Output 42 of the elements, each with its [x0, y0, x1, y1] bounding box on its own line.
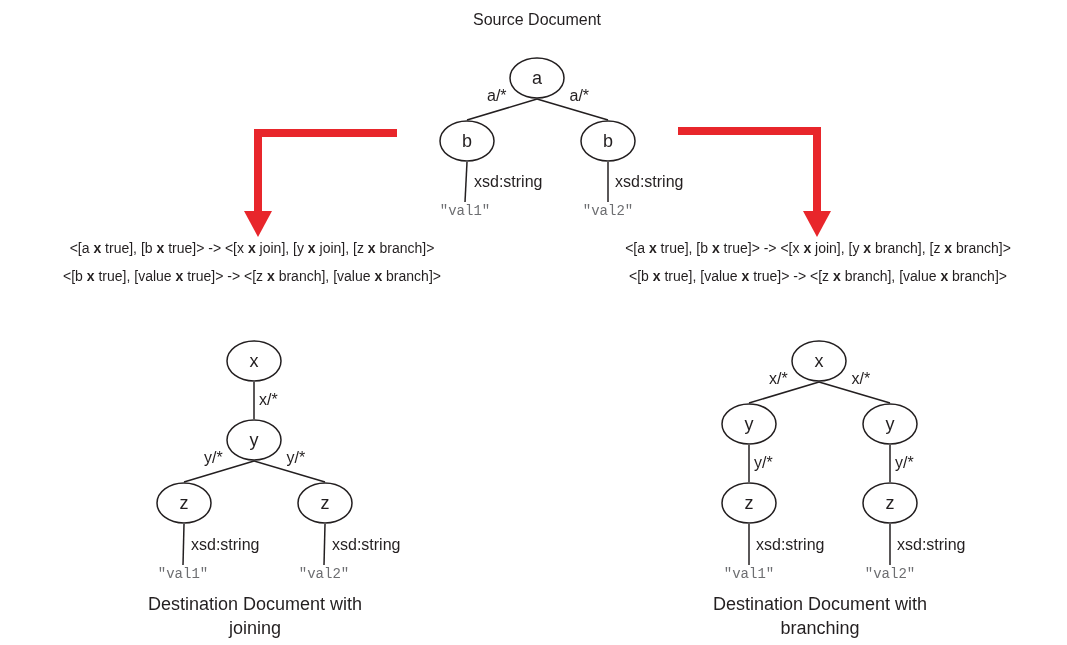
node-label: y: [885, 412, 895, 436]
tree-line: [253, 460, 326, 483]
caption: Destination Document with joining: [146, 593, 364, 640]
tree-line: [889, 523, 891, 566]
node-label: x: [814, 349, 824, 373]
value-text: "val1": [439, 201, 491, 221]
node-label: b: [603, 129, 613, 153]
caption: Destination Document with branching: [711, 593, 929, 640]
node-label: y: [744, 412, 754, 436]
node-label: z: [885, 491, 895, 515]
mapping-rule: <[b x true], [value x true]> -> <[z x branch], [value x branch]>: [629, 267, 1007, 286]
tree-line: [323, 523, 326, 566]
value-text: "val1": [723, 564, 775, 584]
tree-line: [183, 460, 255, 483]
tree-line: [748, 523, 750, 566]
value-text: "val1": [157, 564, 209, 584]
value-text: "val2": [582, 201, 634, 221]
tree-line: [536, 98, 609, 121]
node-label: x: [249, 349, 259, 373]
node-label: a: [532, 66, 542, 90]
edge-label: xsd:string: [473, 172, 544, 192]
mapping-rule: <[a x true], [b x true]> -> <[x x join], [y x join], [z x branch]>: [69, 239, 435, 258]
tree-line: [818, 381, 891, 404]
tree-line: [607, 161, 609, 203]
tree-line: [748, 381, 820, 404]
title: Source Document: [471, 10, 603, 30]
tree-line: [466, 98, 538, 121]
node-label: y: [249, 428, 259, 452]
node-label: z: [320, 491, 330, 515]
mapping-rule: <[a x true], [b x true]> -> <[x x join], [y x branch], [z x branch]>: [625, 239, 1011, 258]
tree-line: [182, 523, 185, 566]
tree-line: [253, 381, 255, 420]
edge-label: xsd:string: [614, 172, 685, 192]
mapping-rule: <[b x true], [value x true]> -> <[z x branch], [value x branch]>: [63, 267, 441, 286]
node-label: z: [179, 491, 189, 515]
value-text: "val2": [864, 564, 916, 584]
node-label: b: [462, 129, 472, 153]
tree-line: [889, 444, 891, 483]
tree-line: [464, 161, 468, 203]
tree-line: [748, 444, 750, 483]
value-text: "val2": [298, 564, 350, 584]
node-label: z: [744, 491, 754, 515]
